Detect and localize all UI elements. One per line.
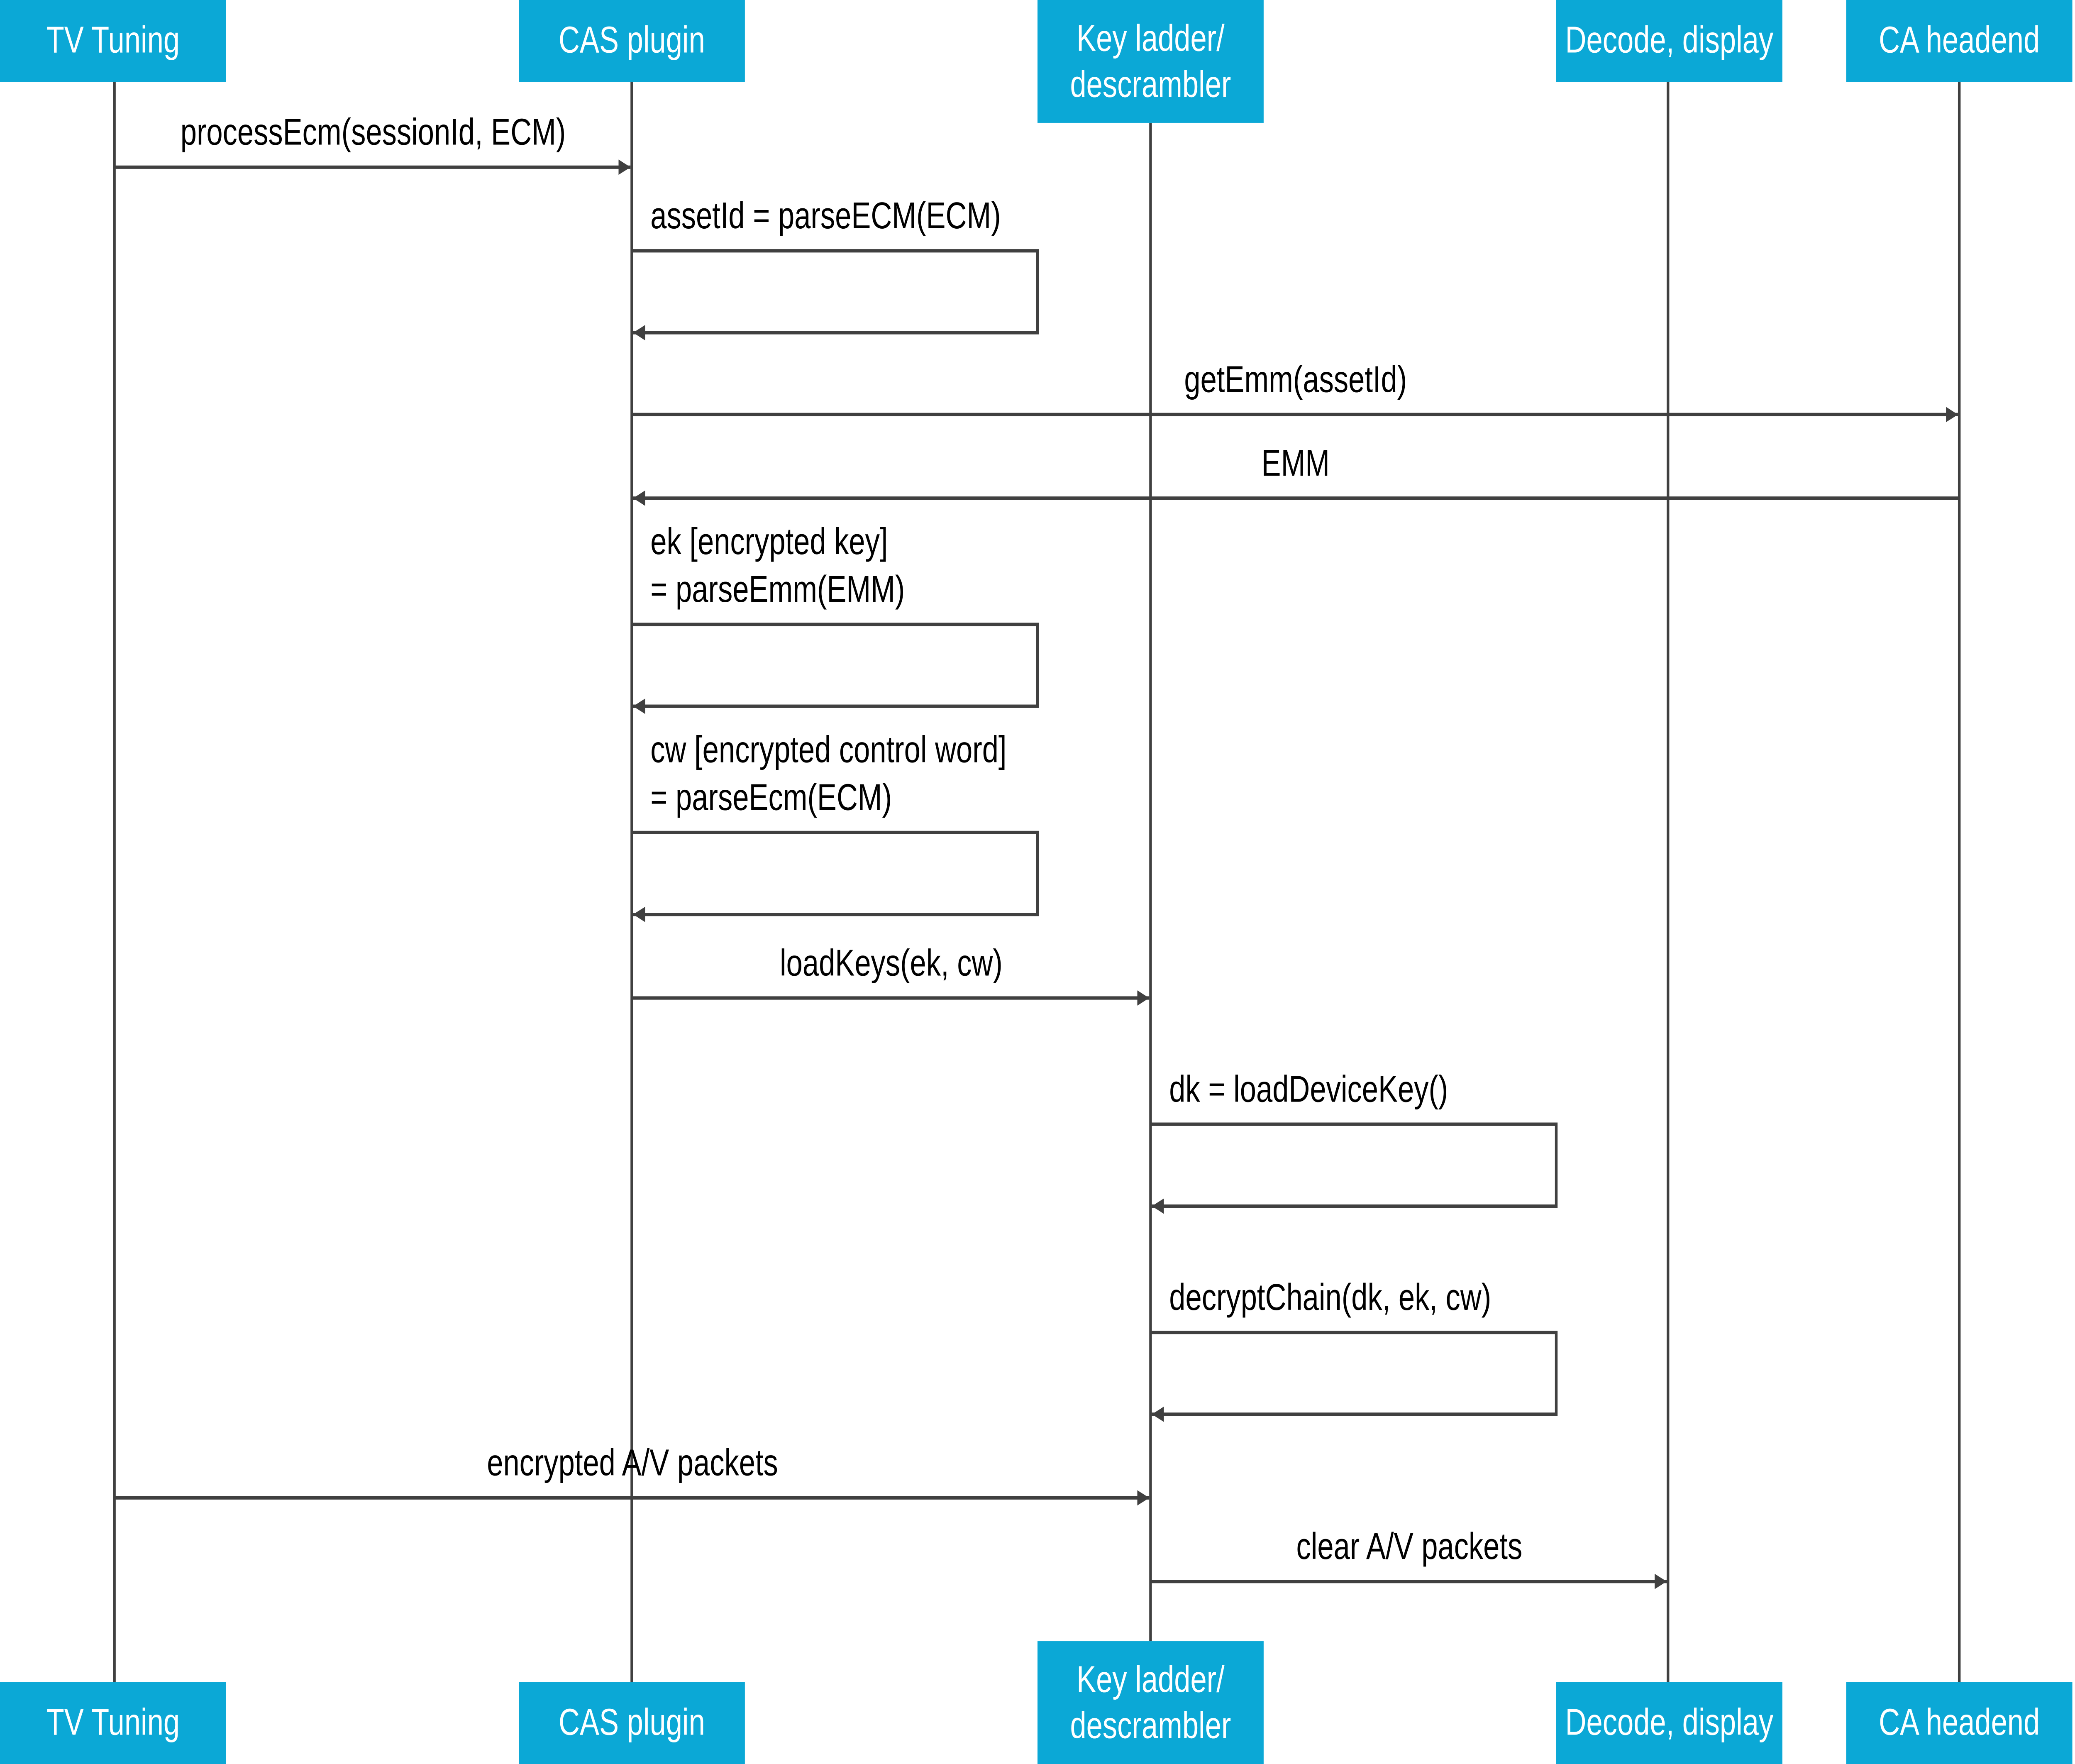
participant-box xyxy=(1038,0,1264,123)
participant-label: Key ladder/ xyxy=(1077,1659,1225,1700)
participant-box xyxy=(1846,0,2073,82)
participant-dec-bottom: Decode, display xyxy=(1556,1682,1782,1764)
self-message-arrow xyxy=(632,831,1039,922)
self-message-arrow xyxy=(632,623,1039,714)
message-label: clear A/V packets xyxy=(1296,1526,1522,1567)
participant-label: Decode, display xyxy=(1565,19,1774,61)
message-label: assetId = parseECM(ECM) xyxy=(650,195,1001,237)
participant-label: TV Tuning xyxy=(46,1701,180,1743)
participant-label: TV Tuning xyxy=(46,19,180,61)
message-3: getEmm(assetId) xyxy=(632,359,1958,423)
participant-tv-top: TV Tuning xyxy=(0,0,226,82)
message-label: ek [encrypted key] xyxy=(650,521,888,562)
participant-box xyxy=(1038,1641,1264,1764)
self-message-arrow xyxy=(1150,1330,1558,1422)
participant-label: Decode, display xyxy=(1565,1701,1774,1743)
participant-label: CA headend xyxy=(1879,1701,2040,1743)
participant-box xyxy=(0,1682,226,1764)
message-9: decryptChain(dk, ek, cw) xyxy=(1150,1277,1558,1422)
participant-ca-bottom: CA headend xyxy=(1846,1682,2073,1764)
message-label: loadKeys(ek, cw) xyxy=(780,942,1003,984)
participant-label: CAS plugin xyxy=(559,19,705,61)
participant-cas-top: CAS plugin xyxy=(519,0,745,82)
participant-dec-top: Decode, display xyxy=(1556,0,1782,82)
message-8: dk = loadDeviceKey() xyxy=(1150,1068,1558,1214)
participant-box xyxy=(1556,1682,1782,1764)
self-message-arrow xyxy=(1150,1122,1558,1214)
message-5: ek [encrypted key] = parseEmm(EMM) xyxy=(632,521,1039,714)
participant-ca-top: CA headend xyxy=(1846,0,2073,82)
message-2: assetId = parseECM(ECM) xyxy=(632,195,1039,340)
message-4: EMM xyxy=(633,442,1960,506)
message-label: getEmm(assetId) xyxy=(1184,359,1407,400)
participant-kl-bottom: Key ladder/descrambler xyxy=(1038,1641,1264,1764)
participant-cas-bottom: CAS plugin xyxy=(519,1682,745,1764)
participant-label: CA headend xyxy=(1879,19,2040,61)
message-label: EMM xyxy=(1262,442,1330,484)
messages: processEcm(sessionId, ECM) assetId = pars… xyxy=(114,111,1960,1589)
message-label: decryptChain(dk, ek, cw) xyxy=(1169,1277,1491,1318)
participant-label: descrambler xyxy=(1070,64,1231,105)
participant-box xyxy=(519,1682,745,1764)
message-label: encrypted A/V packets xyxy=(487,1442,778,1483)
participant-tv-bottom: TV Tuning xyxy=(0,1682,226,1764)
message-label: dk = loadDeviceKey() xyxy=(1169,1068,1448,1110)
participant-label: Key ladder/ xyxy=(1077,17,1225,59)
participant-kl-top: Key ladder/descrambler xyxy=(1038,0,1264,123)
message-label: = parseEcm(ECM) xyxy=(650,777,892,818)
message-7: loadKeys(ek, cw) xyxy=(632,942,1150,1006)
message-11: clear A/V packets xyxy=(1150,1526,1667,1589)
message-6: cw [encrypted control word] = parseEcm(EC… xyxy=(632,729,1039,922)
message-label: = parseEmm(EMM) xyxy=(650,569,905,610)
participant-box xyxy=(1846,1682,2073,1764)
message-label: cw [encrypted control word] xyxy=(650,729,1006,770)
participant-label: CAS plugin xyxy=(559,1701,705,1743)
participant-box xyxy=(0,0,226,82)
self-message-arrow xyxy=(632,249,1039,340)
participant-box xyxy=(519,0,745,82)
message-10: encrypted A/V packets xyxy=(114,1442,1150,1506)
participant-label: descrambler xyxy=(1070,1705,1231,1746)
lifelines xyxy=(113,82,1961,1682)
participant-box xyxy=(1556,0,1782,82)
message-label: processEcm(sessionId, ECM) xyxy=(181,111,566,153)
message-1: processEcm(sessionId, ECM) xyxy=(114,111,631,175)
